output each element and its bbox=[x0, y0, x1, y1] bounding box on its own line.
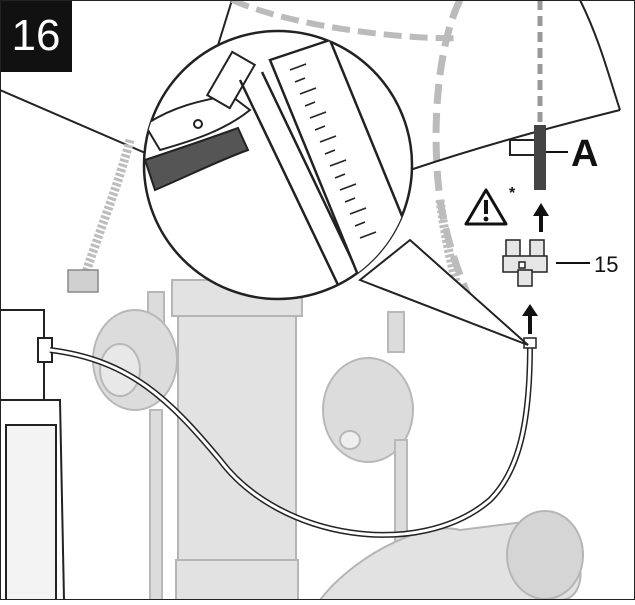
warning-asterisk: * bbox=[509, 185, 516, 202]
braided-hoses bbox=[67, 138, 467, 307]
callout-label-a: A bbox=[571, 133, 599, 175]
arrow-up-icon bbox=[533, 203, 549, 232]
warning-triangle-icon bbox=[464, 188, 508, 226]
faucet-tube-a bbox=[509, 0, 546, 190]
filter-cartridge bbox=[0, 309, 66, 601]
step-number-badge: 16 bbox=[0, 0, 72, 72]
shut-off-valves bbox=[92, 291, 414, 601]
zoom-pointer bbox=[358, 238, 529, 346]
callout-label-15: 15 bbox=[594, 252, 619, 277]
arrow-up-icon bbox=[522, 304, 538, 334]
y-connector-15 bbox=[502, 239, 548, 287]
magnified-detail bbox=[142, 29, 414, 301]
